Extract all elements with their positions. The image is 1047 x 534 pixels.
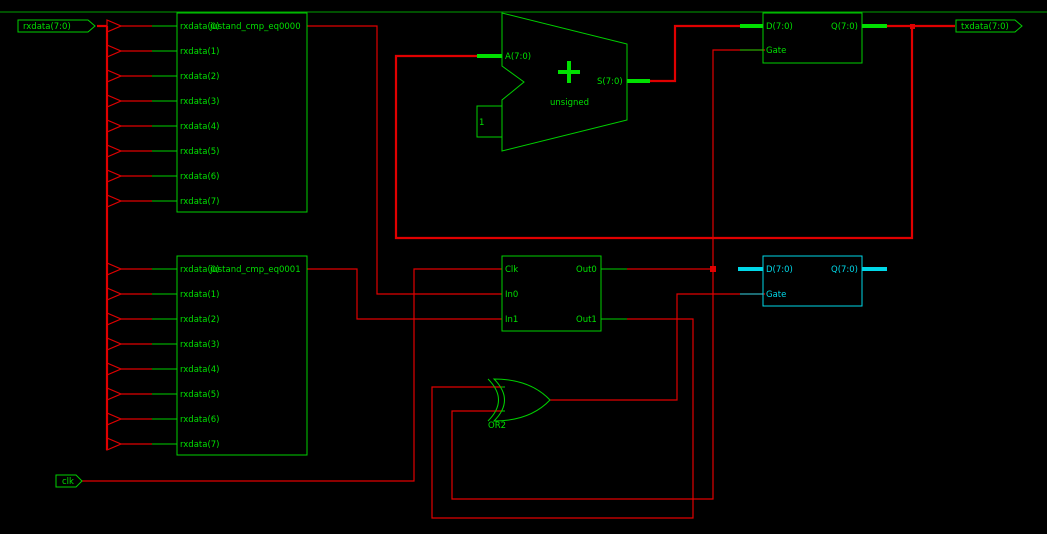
bus-ripper <box>106 119 123 133</box>
bus-ripper <box>106 287 123 301</box>
latch-selected-q: Q(7:0) <box>831 265 858 275</box>
control-block[interactable]: Clk In0 In1 Out0 Out1 <box>501 255 627 332</box>
comparator-pin-label: rxdata(1) <box>180 290 219 300</box>
latch-selected-gate: Gate <box>766 290 786 300</box>
comparator-pin-label: rxdata(1) <box>180 47 219 57</box>
bus-rippers <box>106 19 152 451</box>
bus-ripper <box>106 169 123 183</box>
port-clk-label: clk <box>62 477 74 487</box>
latch-selected[interactable]: D(7:0) Gate Q(7:0) <box>738 255 887 307</box>
bus-ripper <box>106 312 123 326</box>
comparator-pin-label: rxdata(5) <box>180 390 219 400</box>
bus-ripper <box>106 44 123 58</box>
comparator-pin-label: rxdata(5) <box>180 147 219 157</box>
comparator-eq0001-title: justand_cmp_eq0001 <box>209 265 301 275</box>
adder-input-a: A(7:0) <box>505 52 531 62</box>
or-gate-label: OR2 <box>488 421 506 431</box>
bus-ripper <box>106 144 123 158</box>
control-out1-pin: Out1 <box>576 315 597 325</box>
bus-ripper <box>106 362 123 376</box>
bus-ripper <box>106 19 123 33</box>
bus-ripper <box>106 194 123 208</box>
port-txdata[interactable]: txdata(7:0) <box>955 19 1023 33</box>
comparator-pin-label: rxdata(4) <box>180 365 219 375</box>
comparator-pin-label: rxdata(4) <box>180 122 219 132</box>
comparator-pin-label: rxdata(7) <box>180 440 219 450</box>
port-rxdata-label: rxdata(7:0) <box>23 22 71 32</box>
control-in1-pin: In1 <box>505 315 518 325</box>
adder-output-s: S(7:0) <box>597 77 623 87</box>
junction-dot <box>910 24 915 29</box>
port-rxdata[interactable]: rxdata(7:0) <box>17 19 96 33</box>
latch-top[interactable]: D(7:0) Gate Q(7:0) <box>740 12 887 64</box>
latch-top-gate: Gate <box>766 46 786 56</box>
port-txdata-label: txdata(7:0) <box>961 22 1009 32</box>
comparator-pin-label: rxdata(6) <box>180 172 219 182</box>
bus-ripper <box>106 387 123 401</box>
comparator-eq0000-title: justand_cmp_eq0000 <box>209 22 301 32</box>
comparator-pin-label: rxdata(7) <box>180 197 219 207</box>
bus-ripper <box>106 94 123 108</box>
comparator-pin-label: rxdata(2) <box>180 315 219 325</box>
control-in0-pin: In0 <box>505 290 518 300</box>
adder-block[interactable]: A(7:0) S(7:0) 1 unsigned <box>477 12 650 152</box>
adder-mode: unsigned <box>550 98 589 108</box>
control-clk-pin: Clk <box>505 265 518 275</box>
comparator-eq0000[interactable]: justand_cmp_eq0000 rxdata(0) rxdata(1) rxd… <box>152 12 308 213</box>
bus-ripper <box>106 337 123 351</box>
junction-dot <box>710 266 716 272</box>
comparator-pin-label: rxdata(3) <box>180 97 219 107</box>
bus-ripper <box>106 437 123 451</box>
latch-selected-d: D(7:0) <box>766 265 793 275</box>
comparator-pin-label: rxdata(0) <box>180 265 219 275</box>
comparator-pin-label: rxdata(0) <box>180 22 219 32</box>
comparator-pin-label: rxdata(6) <box>180 415 219 425</box>
bus-ripper <box>106 69 123 83</box>
bus-ripper <box>106 262 123 276</box>
adder-const: 1 <box>479 118 484 128</box>
latch-top-q: Q(7:0) <box>831 22 858 32</box>
bus-ripper <box>106 412 123 426</box>
comparator-eq0001[interactable]: justand_cmp_eq0001 rxdata(0) rxdata(1) rxd… <box>152 255 308 456</box>
comparator-pin-label: rxdata(2) <box>180 72 219 82</box>
port-clk[interactable]: clk <box>55 474 83 488</box>
control-out0-pin: Out0 <box>576 265 597 275</box>
or-gate[interactable]: OR2 <box>487 378 551 431</box>
comparator-pin-label: rxdata(3) <box>180 340 219 350</box>
latch-top-d: D(7:0) <box>766 22 793 32</box>
